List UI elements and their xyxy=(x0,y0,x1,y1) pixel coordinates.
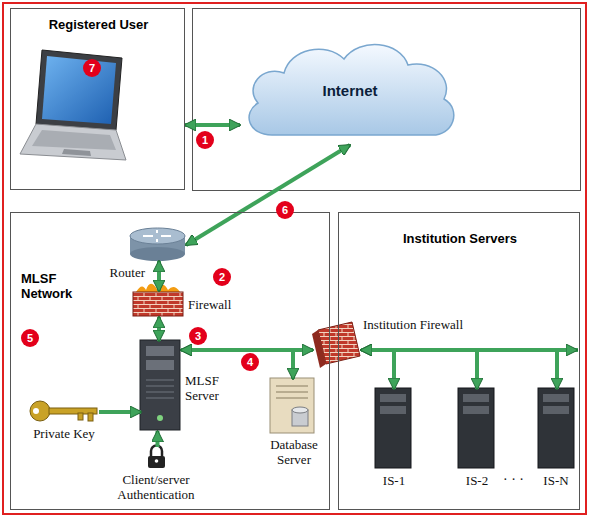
outer-frame xyxy=(3,3,586,514)
icon-label: Router xyxy=(95,265,145,280)
institution-server-icons xyxy=(375,388,574,468)
icon-label: Client/server Authentication xyxy=(91,472,221,502)
callout-number: 7 xyxy=(83,59,101,77)
icon-label: Institution Firewall xyxy=(363,317,463,332)
callout-number: 2 xyxy=(213,268,231,286)
icon-label: Firewall xyxy=(188,297,231,312)
key-icon xyxy=(30,401,97,421)
icon-label: IS-N xyxy=(528,473,584,488)
icon-label: Private Key xyxy=(23,426,105,441)
cloud-shape xyxy=(249,45,454,136)
callout-number: 6 xyxy=(276,201,294,219)
institution-panel: Institution ServersInstitution FirewallI… xyxy=(338,212,580,510)
icon-label: MLSF Server xyxy=(185,373,235,403)
lock-icon xyxy=(148,446,165,469)
router-icon xyxy=(130,228,185,261)
laptop-icon xyxy=(20,50,126,160)
institution-server-node: IS-2 xyxy=(459,389,495,469)
callout-number: 3 xyxy=(189,327,207,345)
firewall-node: Firewall xyxy=(134,291,184,317)
bus-extension xyxy=(556,348,578,352)
ellipsis-label: · · · xyxy=(503,472,524,488)
callout-number: 5 xyxy=(21,329,39,347)
arrow-connector xyxy=(186,145,350,245)
arrow-connector xyxy=(156,431,160,447)
panel-heading: MLSF Network xyxy=(21,271,85,301)
arrow-connector xyxy=(157,261,161,291)
institution-server-node: IS-N xyxy=(539,389,575,469)
server-icon xyxy=(140,340,180,430)
icon-label: Database Server xyxy=(259,437,329,467)
database-server-icon xyxy=(270,378,314,433)
server-node: MLSF Server xyxy=(141,341,181,431)
arrow-connector xyxy=(361,350,394,389)
internet-panel xyxy=(193,9,581,191)
arrow-connector xyxy=(361,350,477,389)
callout-number: 4 xyxy=(241,353,259,371)
user-panel: Registered User xyxy=(10,8,185,190)
database-node: Database Server xyxy=(271,379,315,434)
lock-node: Client/server Authentication xyxy=(149,447,166,469)
arrow-connector xyxy=(185,123,240,127)
icon-label: IS-1 xyxy=(366,473,422,488)
callout-number: 1 xyxy=(196,131,214,149)
panel-heading: Institution Servers xyxy=(339,231,581,246)
arrow-connector xyxy=(361,350,557,389)
key-node: Private Key xyxy=(29,401,99,423)
mlsf-panel: MLSF NetworkRouterFirewallMLSF ServerDat… xyxy=(10,212,330,510)
internet-cloud: Internet xyxy=(240,35,460,145)
institution-firewall-icon xyxy=(312,322,360,368)
arrow-connector xyxy=(157,317,161,341)
cloud-label: Internet xyxy=(322,83,377,98)
panel-heading: Registered User xyxy=(11,17,186,32)
institution-server-node: IS-1 xyxy=(376,389,412,469)
router-node: Router xyxy=(131,229,186,261)
institution-firewall-node: Institution Firewall xyxy=(313,323,361,365)
icon-label: IS-2 xyxy=(449,473,505,488)
arrow-connector xyxy=(99,410,141,414)
